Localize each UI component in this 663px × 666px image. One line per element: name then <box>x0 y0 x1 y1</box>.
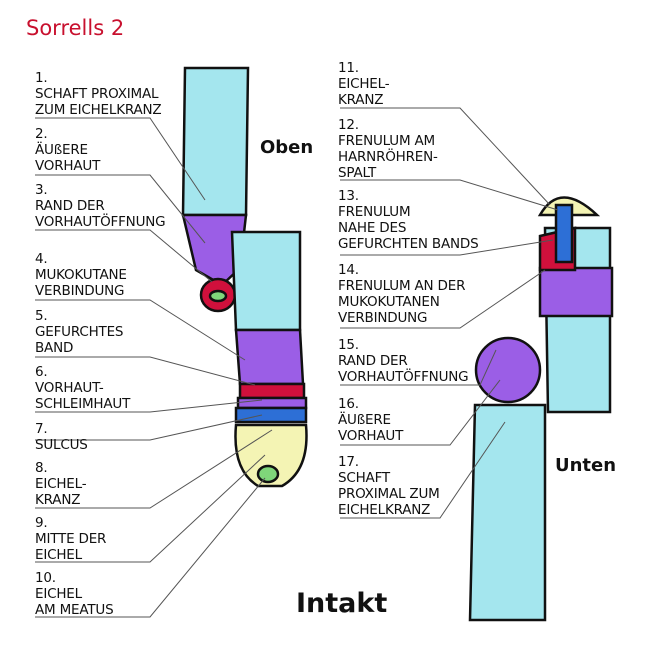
intakt-glans <box>234 423 308 488</box>
view-label-oben: Oben <box>260 137 314 158</box>
intakt-shaft <box>230 230 302 332</box>
label-17: 17. SCHAFT PROXIMAL ZUM EICHELKRANZ <box>338 454 440 518</box>
label-12: 12. FRENULUM AM HARNRÖHREN- SPALT <box>338 117 438 181</box>
label-14: 14. FRENULUM AN DER MUKOKUTANEN VERBINDU… <box>338 262 466 326</box>
label-1: 1. SCHAFT PROXIMAL ZUM EICHELKRANZ <box>35 70 162 118</box>
label-2: 2. ÄUßERE VORHAUT <box>35 126 101 174</box>
oben-foreskin <box>181 213 248 287</box>
intakt-sulcus <box>234 406 308 424</box>
label-13: 13. FRENULUM NAHE DES GEFURCHTEN BANDS <box>338 188 479 252</box>
caption-intakt: Intakt <box>296 588 388 619</box>
label-3: 3. RAND DER VORHAUTÖFFNUNG <box>35 182 166 230</box>
label-11: 11. EICHEL- KRANZ <box>338 60 390 108</box>
label-5: 5. GEFURCHTES BAND <box>35 308 124 356</box>
label-7: 7. SULCUS <box>35 421 88 453</box>
label-4: 4. MUKOKUTANE VERBINDUNG <box>35 251 127 299</box>
intakt-foreskin <box>234 328 305 386</box>
label-15: 15. RAND DER VORHAUTÖFFNUNG <box>338 337 469 385</box>
oben-shaft <box>181 66 250 217</box>
intakt-inner <box>236 396 308 410</box>
label-16: 16. ÄUßERE VORHAUT <box>338 396 404 444</box>
label-10: 10. EICHEL AM MEATUS <box>35 570 114 618</box>
intakt-mucocutaneous <box>238 382 306 400</box>
right-foreskin <box>538 266 614 318</box>
label-9: 9. MITTE DER EICHEL <box>35 515 107 563</box>
unten-foreskin <box>474 336 542 404</box>
view-label-unten: Unten <box>555 455 617 476</box>
diagram-title: Sorrells 2 <box>26 16 125 40</box>
leader-lines <box>35 107 559 618</box>
label-8: 8. EICHEL- KRANZ <box>35 460 87 508</box>
label-6: 6. VORHAUT- SCHLEIMHAUT <box>35 364 131 412</box>
unten-shaft <box>468 403 547 622</box>
